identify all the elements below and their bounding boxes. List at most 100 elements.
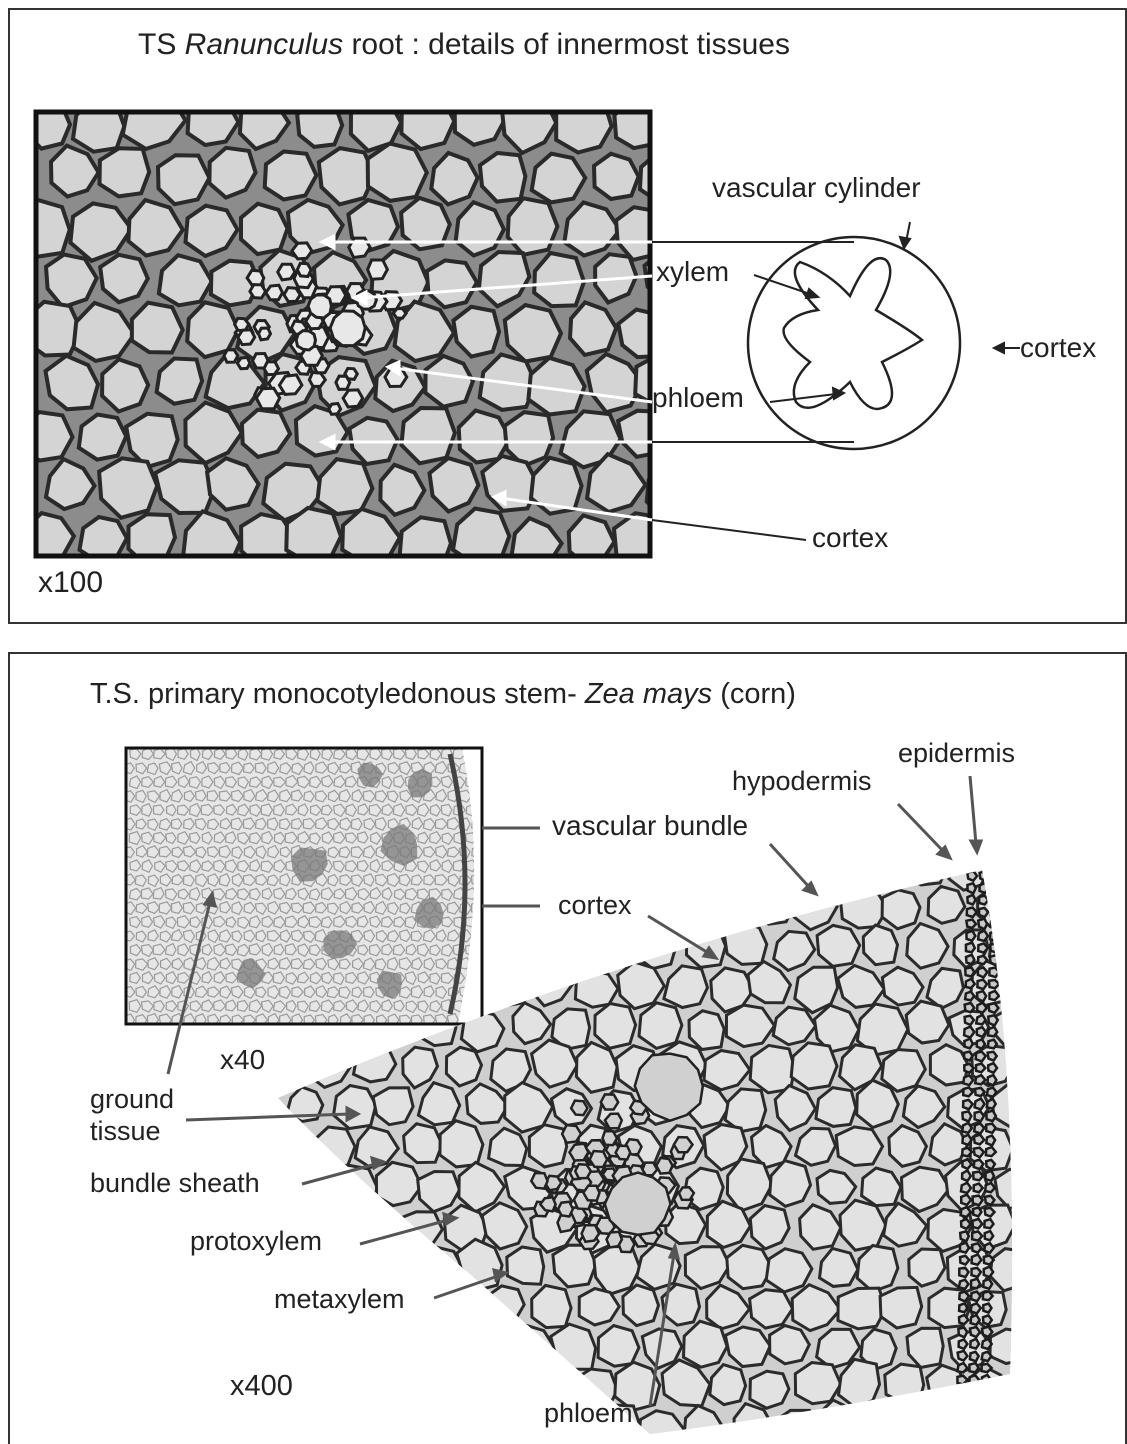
cortex-cell: [618, 310, 665, 358]
epidermal-cell: [972, 1255, 982, 1265]
bundle-cell: [590, 1151, 607, 1167]
root-section-panel: TS Ranunculus root : details of innermos…: [8, 8, 1127, 624]
parenchyma-cell: [507, 1247, 544, 1284]
epidermal-cell: [971, 1303, 981, 1313]
epidermal-cell: [965, 1016, 974, 1025]
xylem-vessel: [330, 311, 365, 346]
cortex-cell: [19, 412, 72, 460]
epidermal-cell: [992, 871, 1001, 881]
parenchyma-cell: [885, 1364, 924, 1402]
epidermal-cell: [991, 884, 1000, 893]
epidermal-cell: [957, 1387, 966, 1397]
epidermal-cell: [963, 1075, 973, 1085]
epidermal-cell: [959, 1292, 969, 1302]
epidermal-cell: [959, 1303, 967, 1312]
bundle-cell: [607, 1232, 622, 1248]
label-protoxylem: protoxylem: [190, 1226, 322, 1257]
parenchyma-cell: [598, 1326, 639, 1367]
epidermal-cell: [977, 991, 986, 1001]
epidermal-cell: [967, 895, 975, 905]
cortex-cell: [594, 154, 639, 199]
parenchyma-cell: [354, 1364, 405, 1411]
stele-cell: [259, 328, 271, 340]
epidermal-cell: [966, 920, 976, 929]
parenchyma-cell: [880, 1287, 922, 1328]
parenchyma-cell: [265, 1128, 311, 1173]
vascular-cylinder-circle: [748, 237, 960, 449]
epidermal-cell: [990, 943, 999, 952]
epidermal-cell: [991, 896, 1000, 905]
epidermal-cell: [958, 1328, 967, 1338]
epidermal-cell: [980, 883, 989, 893]
epidermal-cell: [960, 1243, 969, 1253]
parenchyma-cell: [547, 844, 593, 889]
stele-cell: [284, 288, 300, 302]
epidermal-cell: [990, 991, 999, 1000]
epidermal-cell: [965, 967, 974, 976]
parenchyma-cell: [420, 1402, 461, 1444]
parenchyma-cell: [548, 925, 593, 966]
parenchyma-cell: [331, 1405, 375, 1444]
parenchyma-cell: [378, 1250, 419, 1285]
epidermal-cell: [978, 931, 988, 941]
stele-cell: [279, 375, 302, 395]
epidermal-cell: [962, 1123, 972, 1133]
parenchyma-cell: [623, 1285, 659, 1326]
parenchyma-cell: [637, 928, 675, 968]
epidermal-cell: [962, 1111, 971, 1121]
parenchyma-cell: [576, 1042, 617, 1092]
epidermal-cell: [966, 955, 974, 964]
parenchyma-cell: [447, 1290, 483, 1329]
parenchyma-cell: [595, 1004, 636, 1049]
epidermal-cell: [961, 1195, 971, 1205]
bundle-cell: [570, 1144, 589, 1161]
epidermal-cell: [961, 1183, 971, 1193]
parenchyma-cell: [995, 851, 1032, 888]
bundle-cell: [583, 1186, 599, 1201]
cortex-cell: [368, 144, 427, 201]
stem-figure: [10, 654, 1125, 1444]
stem-magnification: x400: [230, 1370, 293, 1403]
bundle-cell: [679, 1187, 694, 1200]
parenchyma-cell: [420, 1329, 461, 1370]
parenchyma-cell: [840, 886, 887, 928]
xylem-vessel: [308, 295, 331, 318]
epidermal-cell: [977, 1039, 985, 1048]
parenchyma-cell: [594, 927, 639, 968]
epidermal-cell: [992, 860, 1001, 869]
parenchyma-cell: [689, 1011, 724, 1050]
parenchyma-cell: [863, 1407, 907, 1444]
epidermal-cell: [982, 1364, 992, 1372]
root-figure: [10, 10, 1125, 622]
epidermal-cell: [961, 1219, 970, 1229]
bundle-cell: [656, 1158, 672, 1174]
cortex-cell: [241, 204, 288, 254]
bundle-cell: [562, 1125, 581, 1143]
stele-cell: [329, 404, 341, 415]
epidermal-cell: [963, 1087, 973, 1096]
parenchyma-cell: [507, 925, 548, 969]
parenchyma-cell: [750, 1371, 789, 1408]
epidermal-cell: [969, 1387, 979, 1397]
bundle-cell: [674, 1137, 693, 1152]
epidermal-cell: [986, 1136, 995, 1146]
epidermal-cell: [960, 1231, 969, 1241]
epidermal-cell: [988, 1027, 997, 1036]
epidermal-cell: [983, 1315, 992, 1324]
parenchyma-cell: [836, 1127, 882, 1166]
label-epidermis: epidermis: [898, 738, 1015, 769]
stele-cell: [309, 373, 325, 387]
epidermal-cell: [988, 1075, 997, 1085]
epidermal-cell: [988, 1063, 997, 1073]
epidermal-cell: [983, 1304, 991, 1313]
bundle-cell: [603, 1131, 618, 1145]
bundle-cell: [558, 1202, 573, 1217]
stele-cell: [343, 390, 363, 407]
parenchyma-cell: [638, 849, 682, 889]
epidermal-cell: [971, 1315, 980, 1325]
label-ground-tissue-line2: tissue: [90, 1116, 161, 1147]
cortex-cell: [102, 359, 148, 411]
label-hypodermis: hypodermis: [732, 766, 872, 797]
label-metaxylem: metaxylem: [274, 1284, 405, 1315]
parenchyma-cell: [687, 925, 726, 968]
